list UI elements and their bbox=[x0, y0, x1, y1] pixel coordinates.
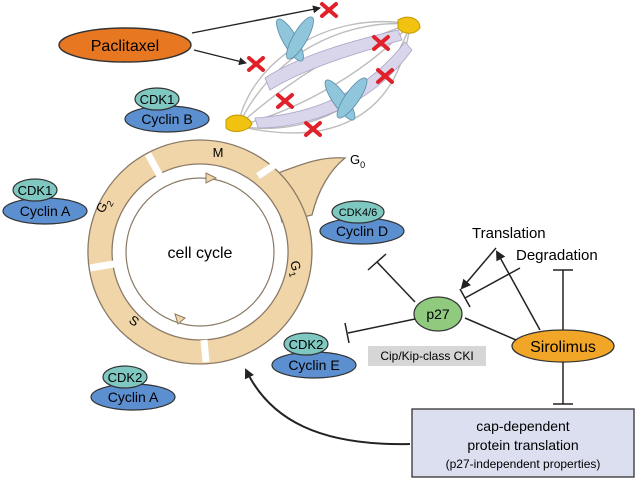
complex-cdk2-cyclin-e: CDK2 Cyclin E bbox=[271, 332, 357, 379]
p27-label: p27 bbox=[426, 306, 450, 322]
complex-cdk2-cyclin-a: CDK2 Cyclin A bbox=[90, 365, 176, 411]
translation-label: Translation bbox=[472, 225, 546, 242]
inhibit-degradation-p27 bbox=[459, 267, 521, 308]
cycle-direction-marker bbox=[205, 172, 218, 184]
cyclin-e-label: Cyclin E bbox=[288, 357, 339, 373]
paclitaxel-drug: Paclitaxel bbox=[58, 27, 192, 63]
arrow-sirolimus-to-translation bbox=[496, 250, 541, 331]
inhibit-sirolimus-translation-box bbox=[553, 362, 573, 405]
phase-g0-label: G0 bbox=[350, 152, 365, 170]
cki-label-box: Cip/Kip-class CKI bbox=[368, 346, 486, 366]
cyclin-b-label: Cyclin B bbox=[141, 111, 192, 127]
cyclin-d-label: Cyclin D bbox=[336, 223, 388, 239]
cdk1-a-kinase-label: CDK1 bbox=[18, 183, 53, 198]
spindle-pole-right bbox=[397, 16, 421, 34]
p27-node: p27 bbox=[413, 296, 463, 332]
complex-cdk46-cyclin-d: CDK4/6 Cyclin D bbox=[319, 200, 405, 245]
cdk1-b-kinase-label: CDK1 bbox=[140, 92, 175, 107]
cdk46-kinase-label: CDK4/6 bbox=[339, 207, 378, 219]
spindle-pole-left bbox=[225, 114, 253, 132]
inhibit-p27-cyclin-e bbox=[344, 318, 416, 344]
cdk2-e-kinase-label: CDK2 bbox=[289, 337, 324, 352]
cross-mark bbox=[304, 121, 322, 137]
arrow-translation-to-cell-cycle bbox=[244, 368, 411, 446]
cross-mark bbox=[372, 35, 390, 51]
box-line-3: (p27-independent properties) bbox=[446, 457, 601, 471]
link-sirolimus-p27 bbox=[464, 317, 517, 341]
cap-dependent-translation-box: cap-dependent protein translation (p27-i… bbox=[411, 408, 635, 478]
arrow-translation-to-p27 bbox=[460, 247, 497, 290]
cki-label: Cip/Kip-class CKI bbox=[380, 349, 473, 363]
inhibit-sirolimus-degradation bbox=[553, 269, 573, 330]
cycle-direction-marker bbox=[174, 313, 186, 325]
phase-g2-label: G2 bbox=[93, 195, 116, 217]
cell-cycle-center-label: cell cycle bbox=[168, 245, 233, 262]
paclitaxel-label: Paclitaxel bbox=[91, 38, 159, 55]
degradation-label: Degradation bbox=[516, 247, 598, 264]
cdk2-a-kinase-label: CDK2 bbox=[108, 370, 143, 385]
cell-cycle-ring bbox=[87, 139, 347, 365]
paclitaxel-arrow-bottom bbox=[193, 49, 247, 66]
sirolimus-label: Sirolimus bbox=[530, 339, 596, 356]
cyclin-a-label-1: Cyclin A bbox=[20, 203, 71, 219]
cross-mark bbox=[320, 2, 338, 18]
sirolimus-drug: Sirolimus bbox=[511, 329, 615, 363]
box-line-2: protein translation bbox=[467, 437, 578, 453]
cross-mark bbox=[276, 93, 294, 109]
complex-cdk1-cyclin-a: CDK1 Cyclin A bbox=[2, 178, 88, 225]
mitotic-spindle bbox=[225, 2, 421, 137]
phase-m-label: M bbox=[213, 145, 224, 160]
inhibit-p27-cyclin-d bbox=[367, 253, 416, 303]
paclitaxel-arrow-top bbox=[191, 5, 321, 34]
cross-mark bbox=[247, 56, 265, 72]
phase-g1-label: G1 bbox=[284, 259, 305, 278]
cross-mark bbox=[376, 68, 394, 84]
complex-cdk1-cyclin-b: CDK1 Cyclin B bbox=[124, 87, 210, 133]
cyclin-a-label-2: Cyclin A bbox=[108, 389, 159, 405]
box-line-1: cap-dependent bbox=[476, 418, 570, 434]
